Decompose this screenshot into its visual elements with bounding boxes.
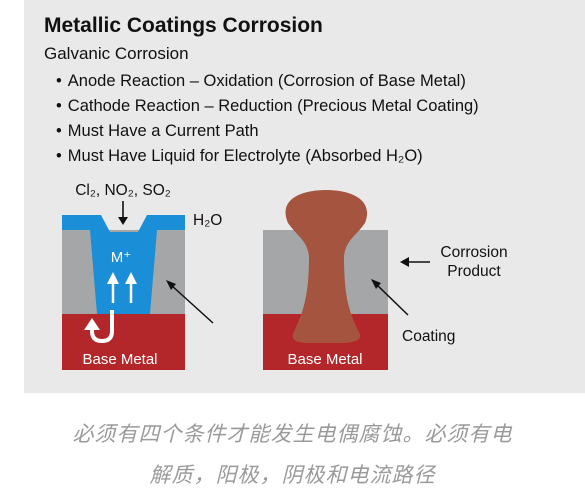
gas-arrowhead: [118, 217, 128, 225]
corrosion-product-blob: [285, 190, 368, 343]
bullet-anode: Anode Reaction – Oxidation (Corrosion of…: [56, 70, 479, 95]
electrolyte-solution: [62, 215, 185, 314]
base-metal-label-left: Base Metal: [82, 351, 157, 368]
current-path-arrow: [90, 310, 114, 344]
bullet-cathode: Cathode Reaction – Reduction (Precious M…: [56, 95, 479, 120]
corrosion-product-diagram: Base Metal Corrosion Product Coating: [263, 190, 508, 370]
base-metal-left: [62, 314, 185, 370]
caption-line-1: 必须有四个条件才能发生电偶腐蚀。必须有电: [72, 422, 513, 446]
bullet-current-path: Must Have a Current Path: [56, 120, 479, 145]
coating-label: Coating: [402, 328, 455, 345]
corrosion-diagram: Cl₂, NO₂, SO₂ H₂O M⁺ Base Metal Base Met…: [62, 182, 508, 370]
base-metal-label-right: Base Metal: [287, 351, 362, 368]
coating-pointer-arrowhead: [371, 279, 381, 289]
bullet-electrolyte: Must Have Liquid for Electrolyte (Absorb…: [56, 145, 479, 170]
coating-pointer-line: [375, 283, 409, 316]
bullet-list: Anode Reaction – Oxidation (Corrosion of…: [56, 70, 479, 170]
corrosion-pointer-arrowhead: [400, 257, 409, 267]
caption-line-2: 解质，阳极，阴极和电流路径: [149, 463, 436, 487]
ion-arrowhead-1: [107, 272, 119, 284]
slide-title: Metallic Coatings Corrosion: [44, 14, 323, 37]
current-path-arrowhead: [84, 318, 100, 330]
gases-label: Cl₂, NO₂, SO₂: [75, 182, 171, 199]
ion-label: M⁺: [111, 249, 131, 266]
pointer-arrowhead-left: [166, 280, 176, 290]
slide-subtitle: Galvanic Corrosion: [44, 44, 189, 63]
pointer-line-left: [170, 284, 214, 324]
corrosion-product-label-2: Product: [447, 263, 501, 280]
corrosion-product-label-1: Corrosion: [440, 244, 507, 261]
galvanic-cell-diagram: Cl₂, NO₂, SO₂ H₂O M⁺ Base Metal: [62, 182, 222, 370]
water-label: H₂O: [193, 212, 222, 229]
ion-arrowhead-2: [125, 272, 137, 284]
